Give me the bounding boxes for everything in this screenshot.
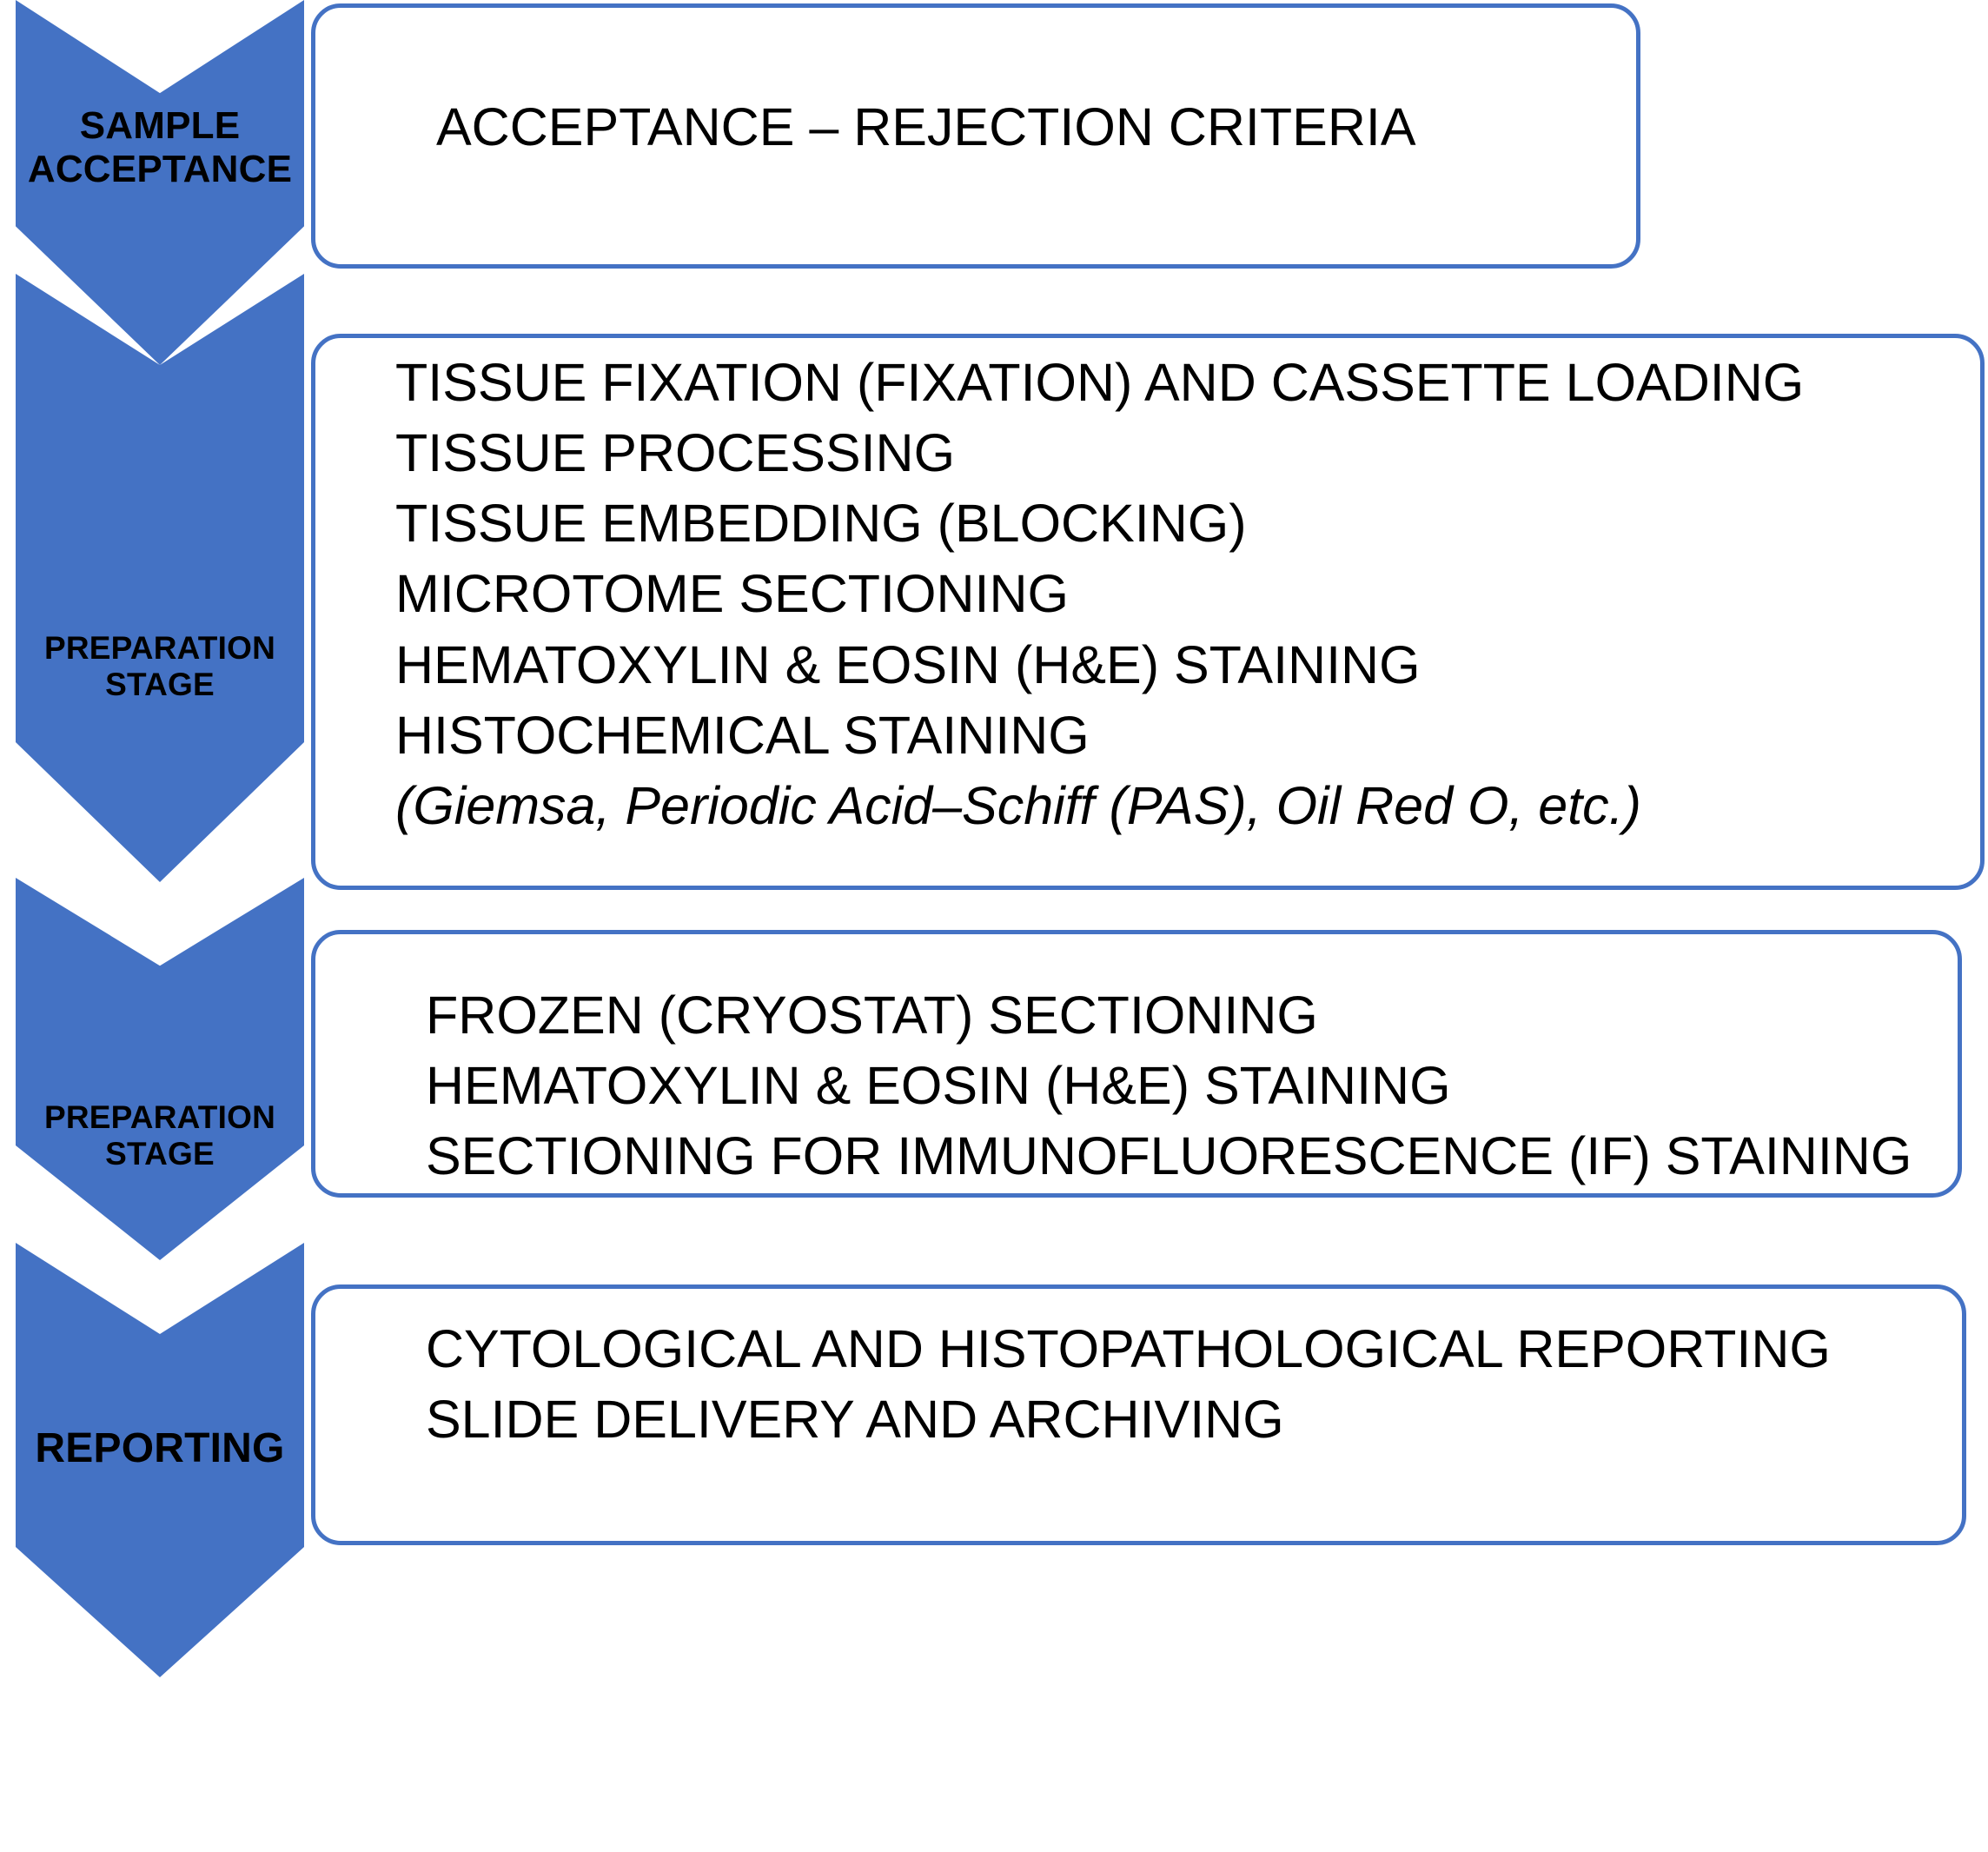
chevron-label-preparation-stage-2: PREPARATION STAGE [43, 1099, 275, 1172]
chevron-label-reporting: REPORTING [35, 1425, 285, 1471]
chevron-label-preparation-stage-1: PREPARATION STAGE [43, 630, 275, 703]
box-line: ACCEPTANCE – REJECTION CRITERIA [436, 97, 1416, 156]
stage-box-text-reporting: CYTOLOGICAL AND HISTOPATHOLOGICAL REPORT… [426, 1314, 1955, 1455]
box-line: (Giemsa, Periodic Acid–Schiff (PAS), Oil… [395, 775, 1641, 835]
stage-box-sample-acceptance[interactable] [311, 3, 1640, 269]
stage-box-preparation-stage-1[interactable] [311, 334, 1985, 890]
box-line: TISSUE PROCESSING [395, 423, 956, 483]
stage-box-preparation-stage-2[interactable] [311, 930, 1962, 1198]
stage-box-reporting[interactable] [311, 1284, 1966, 1545]
chevron-preparation-stage-1[interactable] [16, 274, 304, 882]
box-line: SLIDE DELIVERY AND ARCHIVING [426, 1390, 1284, 1450]
box-line: HEMATOXYLIN & EOSIN (H&E) STAINING [395, 634, 1421, 694]
chevron-label-sample-acceptance: SAMPLE ACCEPTANCE [27, 104, 293, 191]
stage-box-text-preparation-stage-2: FROZEN (CRYOSTAT) SECTIONING HEMATOXYLIN… [426, 980, 1955, 1192]
box-line: HISTOCHEMICAL STAINING [395, 705, 1090, 765]
box-line: FROZEN (CRYOSTAT) SECTIONING [426, 986, 1318, 1045]
chevron-preparation-stage-2[interactable] [16, 878, 304, 1260]
box-line: TISSUE EMBEDDING (BLOCKING) [395, 494, 1247, 554]
box-line: HEMATOXYLIN & EOSIN (H&E) STAINING [426, 1056, 1451, 1116]
box-line: CYTOLOGICAL AND HISTOPATHOLOGICAL REPORT… [426, 1319, 1831, 1378]
box-line: MICROTOME SECTIONING [395, 564, 1069, 624]
box-line: SECTIONING FOR IMMUNOFLUORESCENCE (IF) S… [426, 1126, 1912, 1186]
stage-box-text-preparation-stage-1: TISSUE FIXATION (FIXATION) AND CASSETTE … [395, 348, 1977, 841]
stage-box-text-sample-acceptance: ACCEPTANCE – REJECTION CRITERIA [436, 94, 1635, 161]
box-line: TISSUE FIXATION (FIXATION) AND CASSETTE … [395, 353, 1805, 412]
